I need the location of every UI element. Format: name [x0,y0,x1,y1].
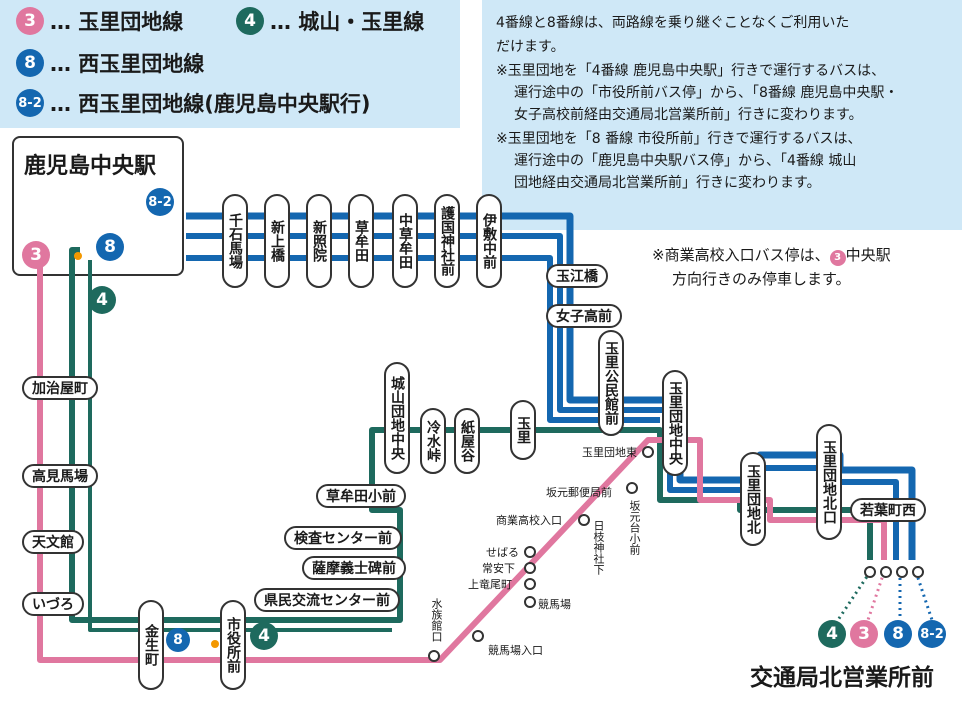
legend-route-8: 8 … 西玉里団地線 [16,46,204,80]
stop-satsuma-gishi: 薩摩義士碑前 [302,556,406,580]
stop-kinseicho: 金生町 [138,600,164,690]
stop-takami-baba: 高見馬場 [22,464,98,488]
notes-panel [482,0,962,230]
legend-text: … 城山・玉里線 [270,10,425,34]
legend-text: … 西玉里団地線(鹿児島中央駅行) [50,92,371,116]
stop-kusamuta-sho: 草牟田小前 [316,484,406,508]
note-text: ※商業高校入口バス停は、 [652,246,830,264]
stop-sakamoto-yubin: 坂元郵便局前 [546,486,612,499]
stop-keibajo: 競馬場 [538,598,571,611]
stop-ishiki-chu: 伊敷中前 [476,194,502,288]
stop-shogyo-iriguchi: 商業高校入口 [496,514,562,527]
legend-route-3: 3 … 玉里団地線 [16,4,183,38]
stop-kamiyadani: 紙屋谷 [454,408,480,474]
stop-shinshoin: 新照院 [306,194,332,288]
legend-panel [0,0,460,128]
stop-kamitatsuo: 上竜尾町 [468,578,512,591]
note-line: ※玉里団地を「4番線 鹿児島中央駅」行きで運行するバスは、 [496,63,886,79]
stop-tamazato-kominkan: 玉里公民館前 [598,330,624,436]
stop-kenmin-center: 県民交流センター前 [254,588,400,612]
route-8-badge: 8 [884,620,912,648]
route-8-2-badge: 8-2 [918,620,946,648]
stop-keibajo-iriguchi: 競馬場入口 [488,644,543,657]
legend-route-4: 4 … 城山・玉里線 [236,4,424,38]
stop-hieda-jinja: 日枝神社下 [592,520,605,575]
route-8-2-badge: 8-2 [146,188,174,216]
route-8-badge: 8 [166,628,190,652]
stop-wakabacho-nishi: 若葉町西 [850,498,926,522]
route-4-badge: 4 [818,620,846,648]
route-8-2-badge: 8-2 [16,89,44,117]
stop-tamazato: 玉里 [510,400,536,460]
route-3-badge: 3 [22,241,50,269]
stop-tenmonkan: 天文館 [22,530,84,554]
route-4-badge: 4 [250,622,278,650]
stop-kajiyacho: 加治屋町 [22,376,98,400]
route-8-badge: 8 [16,49,44,77]
stop-tamazato-danchi-chuo: 玉里団地中央 [662,370,688,476]
stop-naka-kusamuta: 中草牟田 [392,194,418,288]
stop-shiyakusho-mae: 市役所前 [220,600,246,690]
note-line: だけます。 [496,39,565,55]
note-line: 運行途中の「市役所前バス停」から、「8番線 鹿児島中央駅・ [514,85,899,101]
route-3-badge: 3 [16,7,44,35]
stop-kusamuta: 草牟田 [348,194,374,288]
stop-gokoku-jinja: 護国神社前 [434,194,460,288]
stop-tamazato-danchi-kitaguchi: 玉里団地北口 [816,424,842,540]
route-4-badge: 4 [236,7,264,35]
legend-text: … 西玉里団地線 [50,52,205,76]
terminal-name: 交通局北営業所前 [750,665,934,691]
commercial-note-2: 方向行きのみ停車します。 [672,270,851,288]
note-line: ※玉里団地を「8 番線 市役所前」行きで運行するバスは、 [496,131,862,147]
legend-text: … 玉里団地線 [50,10,184,34]
stop-izuro: いづろ [22,592,84,616]
stop-shiroyama-danchi: 城山団地中央 [384,362,410,474]
stop-kensa-center: 検査センター前 [284,526,402,550]
note-text: 中央駅 [845,246,891,264]
stop-sakamotodai: 坂元台小前 [628,500,641,555]
note-line: 女子高校前経由交通局北営業所前」行きに変わります。 [514,107,863,123]
stop-joshi-ko: 女子高前 [546,304,622,328]
stop-tamazato-danchi-kita: 玉里団地北 [740,452,766,546]
route-3-badge: 3 [850,620,878,648]
note-line: 4番線と8番線は、両路線を乗り継ぐことなくご利用いた [496,15,850,31]
stop-danchi-higashi: 玉里団地東 [582,446,637,459]
route-3-badge: 3 [829,250,846,266]
station-name: 鹿児島中央駅 [24,154,157,179]
route-8-badge: 8 [96,233,124,261]
stop-sebaru: せばる [486,546,519,559]
stop-joanshita: 常安下 [482,562,515,575]
stop-shinkami-bashi: 新上橋 [264,194,290,288]
stop-tamae-bashi: 玉江橋 [546,264,608,288]
legend-route-8-2: 8-2 … 西玉里団地線(鹿児島中央駅行) [16,86,371,120]
note-line: 団地経由交通局北営業所前」行きに変わります。 [514,175,821,191]
stop-sengoku-baba: 千石馬場 [222,194,248,288]
route-4-badge: 4 [88,286,116,314]
stop-hiyamizu-toge: 冷水峠 [420,408,446,474]
note-line: 運行途中の「鹿児島中央駅バス停」から、「4番線 城山 [514,153,857,169]
stop-suizokukan: 水族館口 [430,598,443,642]
